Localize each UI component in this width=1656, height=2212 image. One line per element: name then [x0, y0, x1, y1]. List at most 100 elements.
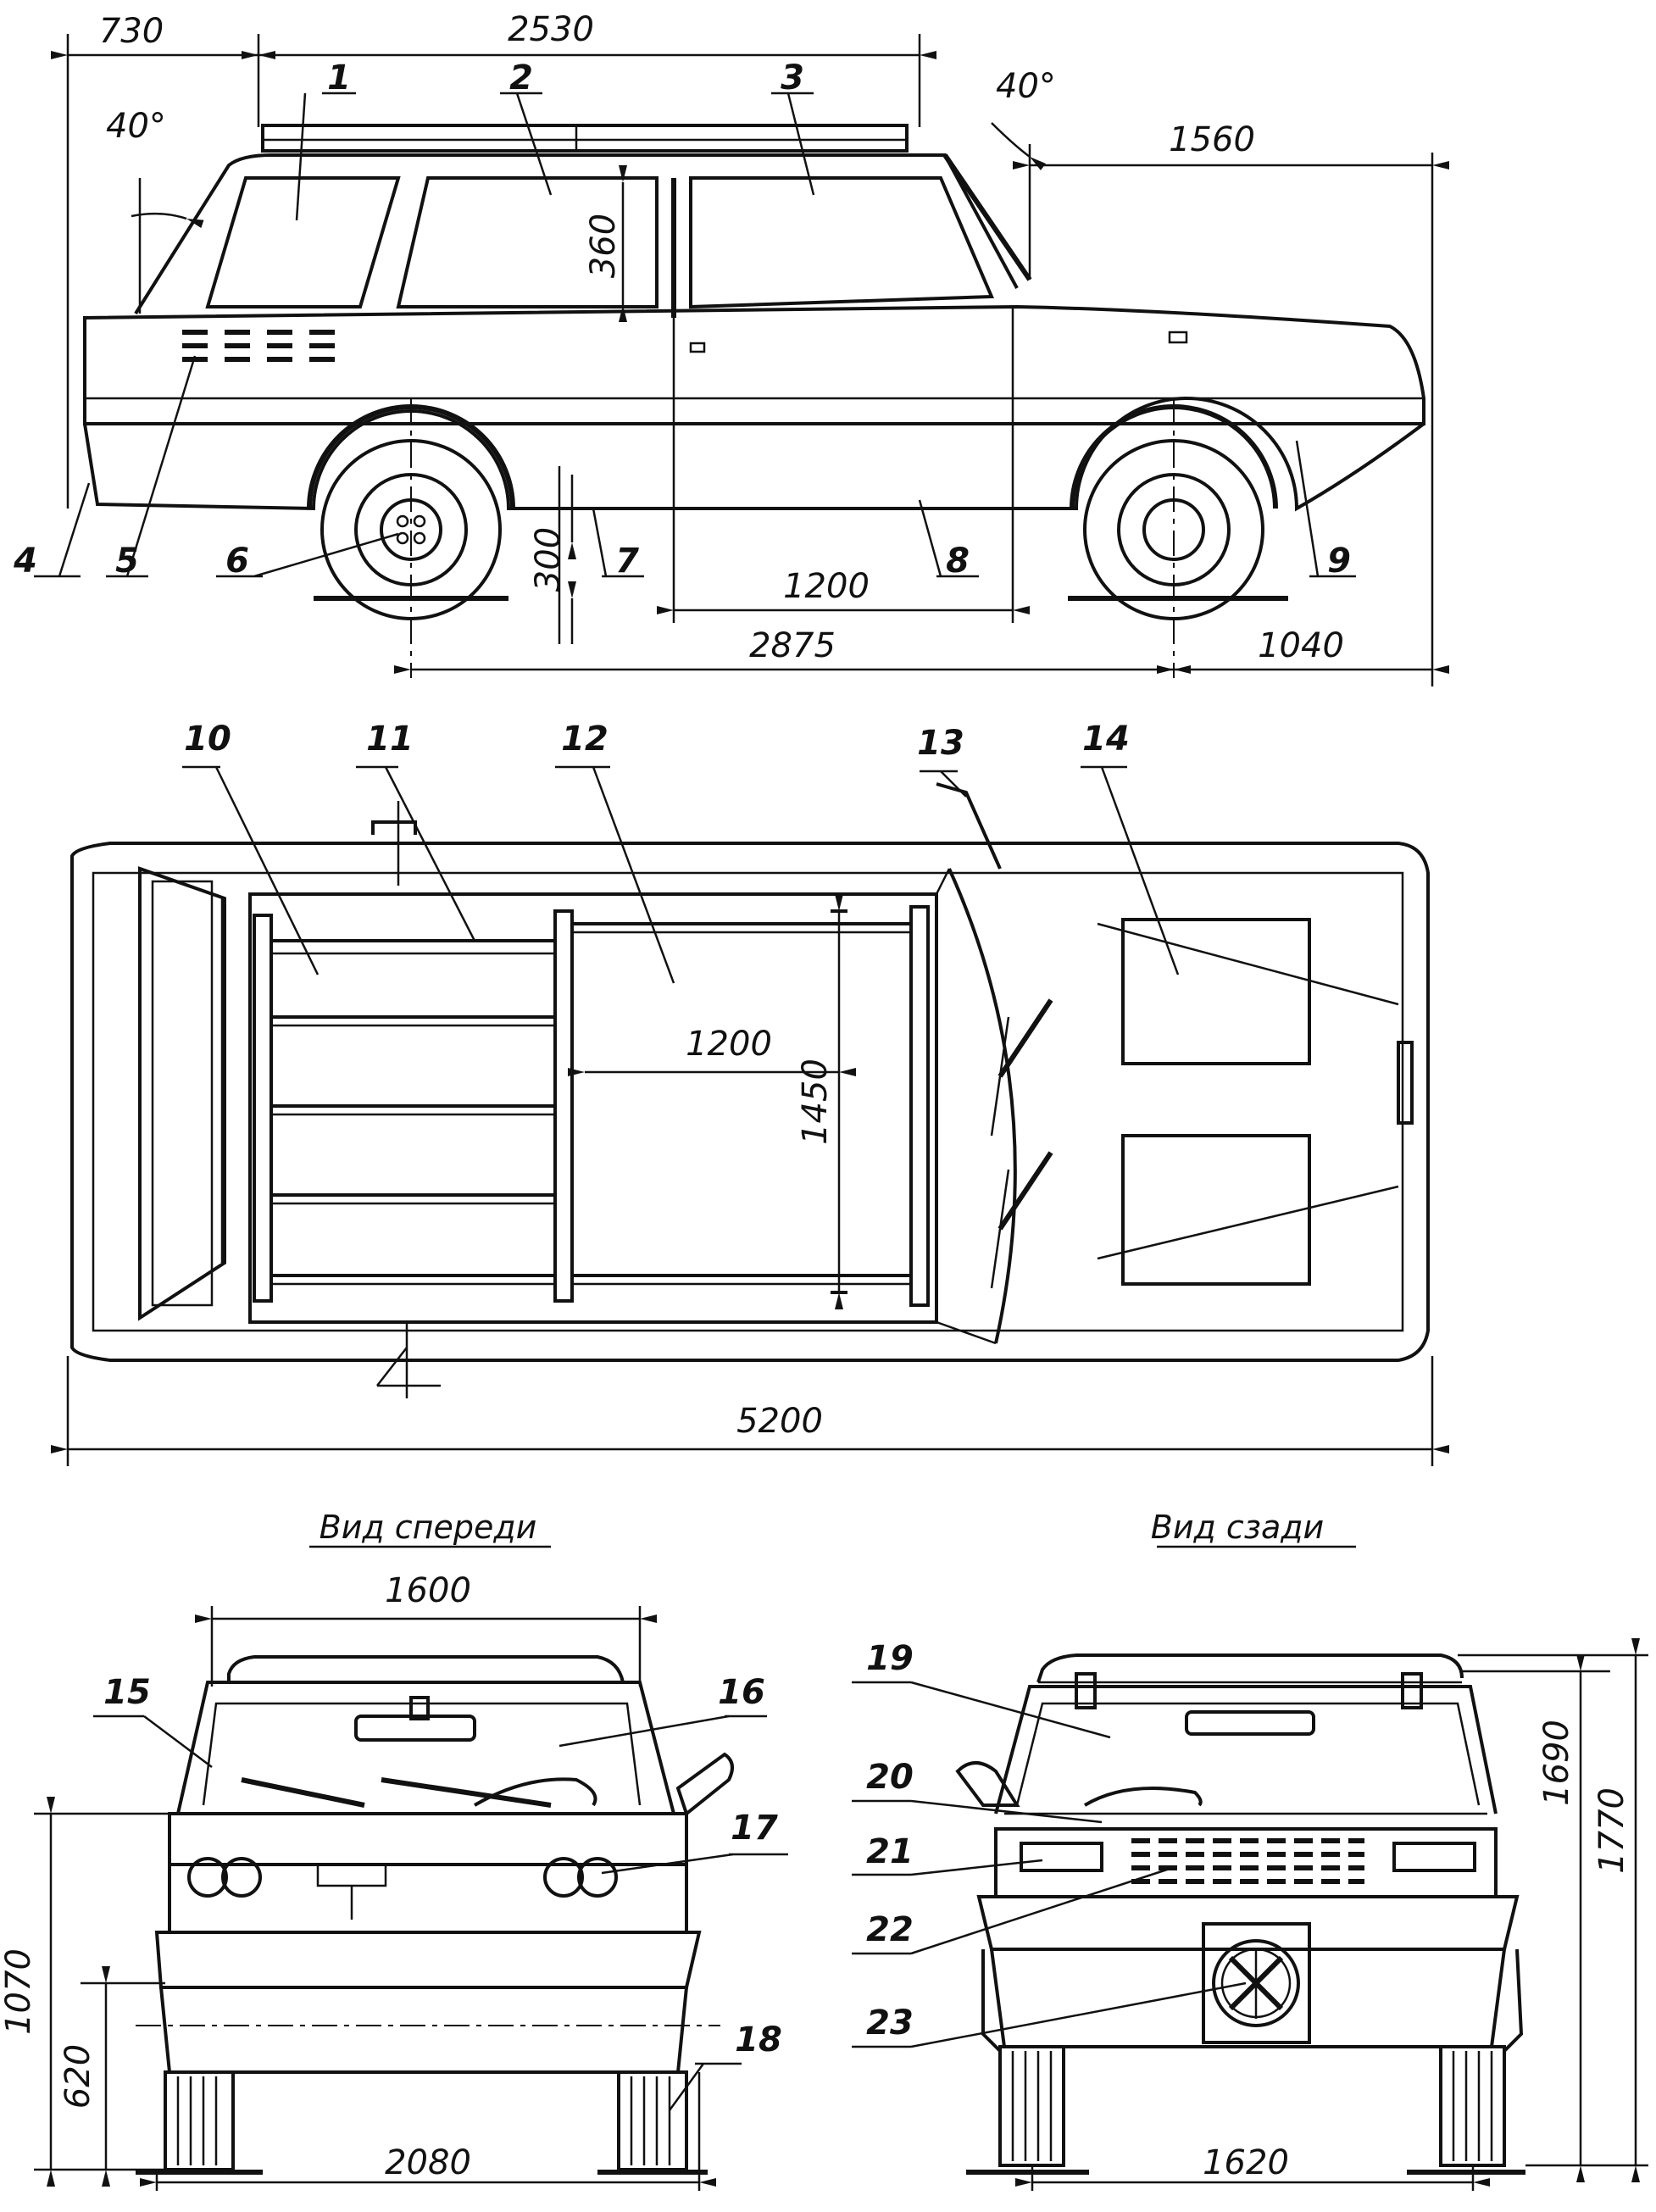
- dim-windshield-angle: 40°: [106, 107, 166, 146]
- top-rear-handle: [1397, 1041, 1414, 1125]
- front-wiper-1: [241, 1777, 365, 1808]
- rear-callouts: 19 20 21 22 23: [852, 1639, 1247, 2048]
- callout-1: 1: [327, 58, 351, 97]
- side-callouts: 1 2 3 4 5 6 7 8 9: [13, 58, 1356, 581]
- front-headlight-4: [577, 1857, 618, 1898]
- side-air-vents: [182, 330, 335, 362]
- callout-12: 12: [561, 720, 608, 759]
- rear-view: 1690 1770 1620 19 20 21 22 23: [852, 1638, 1648, 2191]
- callout-21: 21: [866, 1832, 914, 1871]
- side-view: 730 2530 40° 40° 1560 360 300 1200 2875 …: [13, 10, 1449, 686]
- top-mirror: [371, 820, 417, 835]
- callout-3: 3: [781, 58, 804, 97]
- dim-rack-length: 1450: [796, 1059, 835, 1145]
- rear-lower-body: [989, 1948, 1507, 2048]
- dim-front-body-height: 1070: [0, 1948, 38, 2035]
- top-rack-rail-middle: [553, 909, 574, 1303]
- side-upper-body: [83, 304, 1425, 425]
- rear-lamp-right: [1392, 1842, 1476, 1872]
- dim-rear-track: 1620: [1203, 2143, 1289, 2182]
- dim-roof-length: 2530: [508, 10, 594, 49]
- front-glasshouse: [176, 1681, 675, 1815]
- side-window-3: [689, 176, 994, 309]
- front-plate: [316, 1863, 387, 1887]
- dim-overall-length: 5200: [736, 1402, 823, 1441]
- top-body-outline: [70, 842, 1430, 1362]
- callout-19: 19: [866, 1639, 914, 1678]
- callout-14: 14: [1082, 720, 1130, 759]
- dim-rear-glass-angle: 40°: [996, 67, 1056, 106]
- top-wipers: [990, 998, 1053, 1289]
- front-windshield: [202, 1702, 642, 1806]
- rear-glasshouse: [994, 1685, 1498, 1815]
- rear-steering-wheel: [1083, 1787, 1203, 1807]
- side-lower-body: [83, 397, 1425, 512]
- top-rear-hatch-panel-1: [1121, 918, 1311, 1065]
- dim-front-overhang: 730: [99, 12, 164, 51]
- side-window-2: [396, 176, 659, 308]
- rear-side-mirror: [955, 1761, 1020, 1807]
- callout-18: 18: [735, 2020, 782, 2059]
- side-window-1: [205, 176, 401, 308]
- callout-13: 13: [917, 724, 964, 763]
- callout-16: 16: [718, 1673, 765, 1712]
- callout-23: 23: [866, 2004, 914, 2042]
- callout-20: 20: [866, 1758, 914, 1797]
- side-rear-glass: [942, 153, 1032, 281]
- callout-15: 15: [103, 1673, 151, 1712]
- callout-11: 11: [366, 720, 414, 759]
- front-bumper: [154, 1931, 702, 1989]
- callout-17: 17: [731, 1809, 778, 1848]
- front-wiper-2: [381, 1777, 552, 1808]
- dim-front-roof-width: 1600: [385, 1571, 471, 1610]
- dim-rear-section: 1560: [1169, 120, 1255, 159]
- dim-rear-overhang: 1040: [1258, 626, 1344, 665]
- rear-window: [1015, 1702, 1481, 1806]
- dim-rack-width: 1200: [686, 1025, 772, 1064]
- callout-7: 7: [615, 542, 639, 581]
- top-rack-rail-rear: [909, 905, 930, 1307]
- top-roof: [248, 892, 938, 1324]
- front-roof-rack: [227, 1655, 625, 1683]
- top-rack-rail-front: [253, 914, 273, 1303]
- dim-front-overall-width: 2080: [385, 2143, 471, 2182]
- front-mirror: [354, 1715, 476, 1742]
- callout-8: 8: [946, 542, 970, 581]
- front-callouts: 15 16 17 18: [93, 1673, 788, 2111]
- front-grille: [168, 1863, 688, 1934]
- callout-2: 2: [509, 58, 533, 97]
- callout-6: 6: [225, 542, 249, 581]
- front-view: 1600 1070 620 2080 15 16 17 18: [0, 1571, 788, 2191]
- dim-window-height: 360: [584, 214, 623, 278]
- front-headlight-1: [187, 1857, 228, 1898]
- dim-rear-body-height: 1690: [1537, 1720, 1576, 1806]
- top-antenna: [936, 782, 1002, 870]
- front-steering-wheel: [473, 1777, 597, 1807]
- side-roof-rack: [261, 124, 909, 153]
- rear-view-title: Вид сзади: [1151, 1509, 1324, 1546]
- rear-lamp-left: [1020, 1842, 1103, 1872]
- front-hood: [168, 1812, 688, 1866]
- rear-grille-slots: [1131, 1838, 1364, 1884]
- rear-spare-recess: [1202, 1922, 1311, 2044]
- dim-ground-clearance: 300: [529, 527, 568, 592]
- top-rack-crossbars: [271, 922, 911, 1286]
- top-callouts: 10 11 12 13 14: [182, 720, 1180, 984]
- callout-10: 10: [184, 720, 231, 759]
- callout-22: 22: [866, 1910, 914, 1949]
- side-fuel-cap: [1168, 331, 1188, 344]
- top-view: 1200 1450 5200 10 11 12 13 14: [51, 720, 1449, 1466]
- callout-9: 9: [1327, 542, 1351, 581]
- side-door-handle: [689, 342, 706, 353]
- rear-roof-rack: [1036, 1653, 1464, 1683]
- front-headlight-2: [221, 1857, 262, 1898]
- top-rear-hatch-panel-2: [1121, 1134, 1311, 1286]
- front-lower-body: [158, 1986, 689, 2074]
- callout-4: 4: [13, 542, 37, 581]
- dim-wheelbase: 2875: [749, 626, 836, 665]
- dim-front-bumper-height: 620: [58, 2044, 97, 2109]
- front-headlight-3: [543, 1857, 584, 1898]
- side-glasshouse: [134, 153, 1019, 315]
